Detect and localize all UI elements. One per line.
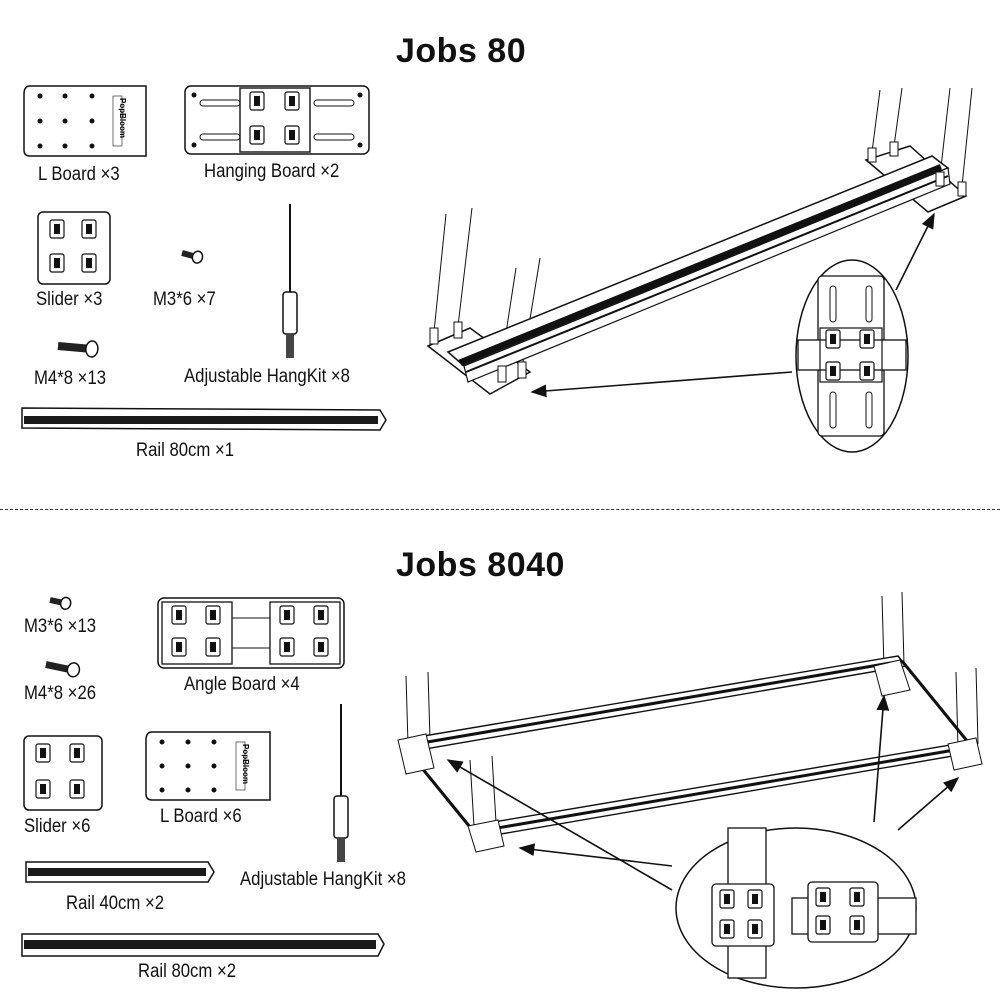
m4-screw-part <box>57 340 99 358</box>
section-title-jobs-8040: Jobs 8040 <box>396 546 565 584</box>
l-board-part: PopBloom <box>23 85 147 157</box>
section-title-jobs-80: Jobs 80 <box>396 32 527 70</box>
label-m3-screw: M3*6 ×7 <box>153 289 216 310</box>
label-rail-80-2: Rail 80cm ×2 <box>138 961 237 982</box>
brand-mark-2: PopBloom <box>241 744 250 784</box>
label-rail-80: Rail 80cm ×1 <box>136 440 235 461</box>
slider-part <box>37 211 111 285</box>
m4-screw-part-2 <box>45 661 81 678</box>
label-slider-2: Slider ×6 <box>24 816 91 837</box>
hangkit-part-2 <box>333 704 349 862</box>
label-l-board-2: L Board ×6 <box>160 806 242 827</box>
rail-80-part <box>21 407 387 431</box>
m3-screw-part <box>179 246 205 265</box>
l-board-part-2: PopBloom <box>145 731 271 801</box>
m3-screw-part-2 <box>48 593 73 611</box>
label-rail-40: Rail 40cm ×2 <box>66 893 165 914</box>
brand-mark-1: PopBloom <box>118 98 127 138</box>
label-slider: Slider ×3 <box>36 289 103 310</box>
label-hangkit: Adjustable HangKit ×8 <box>184 366 350 387</box>
jobs8040-assembly-drawing <box>397 591 983 989</box>
label-m3-screw-2: M3*6 ×13 <box>24 616 97 637</box>
label-m4-screw: M4*8 ×13 <box>34 368 107 389</box>
angle-board-part <box>157 597 345 669</box>
label-hangkit-2: Adjustable HangKit ×8 <box>240 869 406 890</box>
label-angle-board: Angle Board ×4 <box>184 674 300 695</box>
hanging-board-part <box>184 85 370 155</box>
rail-40-part <box>25 861 215 883</box>
label-hanging-board: Hanging Board ×2 <box>204 161 340 182</box>
jobs80-assembly-drawing <box>426 87 973 453</box>
section-divider <box>0 509 1000 510</box>
label-l-board: L Board ×3 <box>38 164 120 185</box>
hangkit-part <box>282 204 298 358</box>
label-m4-screw-2: M4*8 ×26 <box>24 683 97 704</box>
slider-part-2 <box>23 735 103 811</box>
rail-80-part-2 <box>21 933 385 957</box>
